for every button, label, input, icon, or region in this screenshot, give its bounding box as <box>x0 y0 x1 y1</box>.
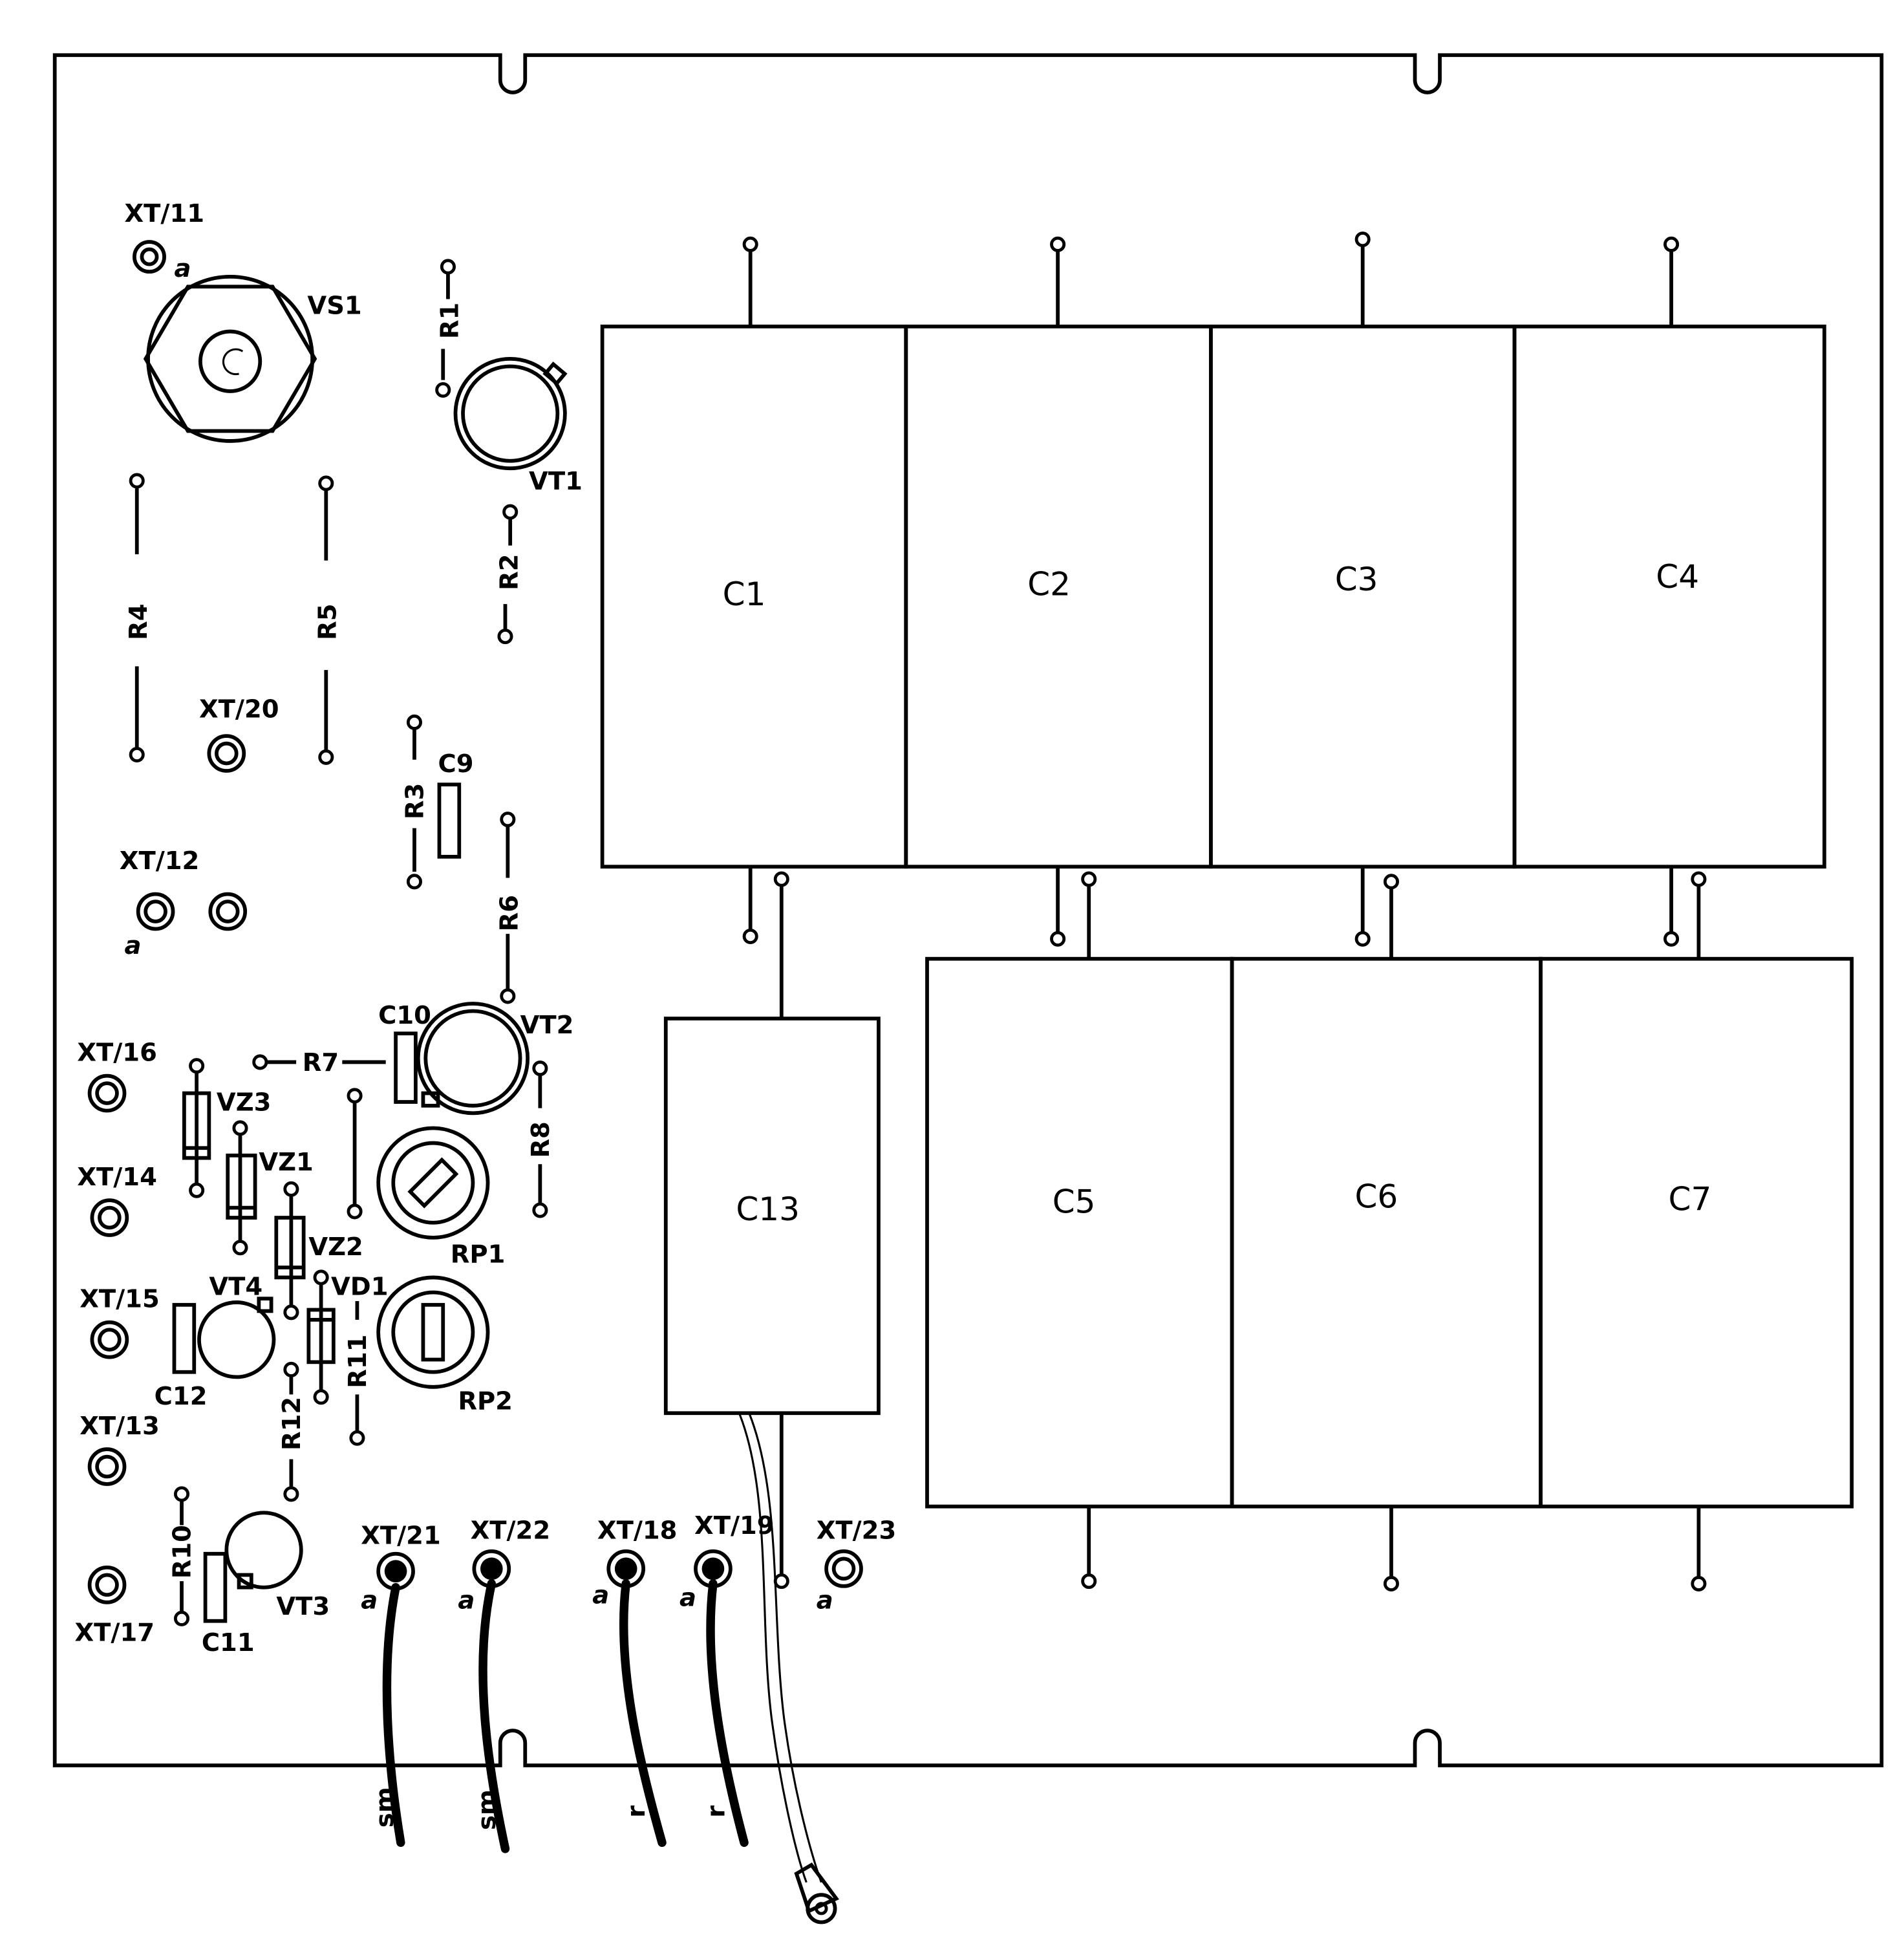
pin-marker: a <box>174 254 191 283</box>
label-xt12: XT/12 <box>120 846 200 876</box>
label-xt13: XT/13 <box>80 1412 160 1441</box>
label-r3: R3 <box>400 783 429 819</box>
label-vt4: VT4 <box>209 1272 262 1301</box>
wire-label-r: r <box>622 1805 651 1818</box>
label-c4: C4 <box>1656 558 1699 596</box>
wire-label-r: r <box>701 1805 731 1818</box>
label-r6: R6 <box>495 895 524 931</box>
wire-label-sm: sm <box>370 1787 400 1827</box>
potentiometer-rp2: RP2 <box>376 1275 513 1416</box>
label-r5: R5 <box>314 603 343 640</box>
component-leads <box>134 274 542 1613</box>
label-xt18: XT/18 <box>597 1516 678 1546</box>
component-bodies <box>172 782 462 1623</box>
label-c5: C5 <box>1053 1183 1096 1220</box>
solder-pads <box>129 259 548 1626</box>
pin-marker: a <box>361 1586 378 1615</box>
transistor-vt4: VT4 <box>197 1272 276 1379</box>
pin-marker: a <box>679 1584 696 1613</box>
label-rp2: RP2 <box>458 1386 513 1416</box>
thyristor-vs1: VS1 <box>143 274 362 443</box>
label-vt2: VT2 <box>520 1011 574 1040</box>
label-c13: C13 <box>736 1191 800 1228</box>
label-r4: R4 <box>124 603 153 640</box>
label-c6: C6 <box>1354 1178 1398 1216</box>
label-r10: R10 <box>168 1525 197 1579</box>
potentiometer-rp1: RP1 <box>376 1126 506 1269</box>
label-c11: C11 <box>202 1628 255 1657</box>
capacitor-bank-top: C1 C2 C3 C4 <box>600 232 1826 1019</box>
pin-marker: a <box>592 1581 609 1610</box>
label-xt16: XT/16 <box>77 1039 157 1068</box>
label-xt21: XT/21 <box>361 1521 441 1550</box>
label-c7: C7 <box>1669 1180 1712 1218</box>
label-c9: C9 <box>438 749 474 779</box>
label-c1: C1 <box>723 576 766 613</box>
label-xt17: XT/17 <box>74 1618 155 1647</box>
label-c2: C2 <box>1027 566 1071 603</box>
label-c3: C3 <box>1335 561 1378 598</box>
label-rp1: RP1 <box>451 1240 506 1269</box>
wire-label-sm: sm <box>473 1789 502 1830</box>
label-vs1: VS1 <box>307 292 361 321</box>
transistor-vt2: VT2 <box>416 1002 574 1116</box>
label-vt1: VT1 <box>529 467 583 496</box>
board-outline <box>52 53 1884 1767</box>
transistor-vt1: VT1 <box>453 357 583 496</box>
pin-marker: a <box>817 1586 833 1615</box>
label-xt14: XT/14 <box>77 1163 157 1192</box>
label-xt20: XT/20 <box>199 695 279 724</box>
label-xt15: XT/15 <box>80 1285 160 1314</box>
label-xt23: XT/23 <box>817 1516 897 1546</box>
label-vz1: VZ1 <box>259 1148 313 1177</box>
label-r8: R8 <box>526 1121 555 1158</box>
terminals: XT/11 XT/20 XT/12 XT/16 XT/14 XT/15 XT/1… <box>74 199 896 1647</box>
label-vd1: VD1 <box>331 1272 389 1301</box>
label-r12: R12 <box>277 1397 306 1450</box>
label-xt11: XT/11 <box>124 199 204 228</box>
label-xt22: XT/22 <box>471 1516 551 1546</box>
label-c12: C12 <box>155 1382 208 1411</box>
capacitor-c13: C13 <box>663 1017 881 1924</box>
pin-marker: a <box>124 931 141 960</box>
wires: sm sm r r <box>370 1579 749 1853</box>
transistor-vt3: VT3 <box>224 1511 330 1621</box>
label-r11: R11 <box>343 1335 372 1388</box>
label-r1: R1 <box>435 303 464 339</box>
capacitor-bank-bottom: C5 C6 C7 <box>925 956 1854 1591</box>
component-labels: R1 R2 R3 R4 R5 R6 R7 R8 R10 R11 R12 C9 C… <box>124 303 555 1657</box>
label-vz2: VZ2 <box>308 1233 363 1262</box>
label-r2: R2 <box>495 554 524 590</box>
label-vz3: VZ3 <box>217 1088 271 1117</box>
label-r7: R7 <box>303 1048 339 1077</box>
label-xt19: XT/19 <box>694 1511 775 1540</box>
label-c10: C10 <box>378 1001 431 1030</box>
label-vt3: VT3 <box>276 1592 330 1621</box>
pin-marker: a <box>458 1586 475 1615</box>
